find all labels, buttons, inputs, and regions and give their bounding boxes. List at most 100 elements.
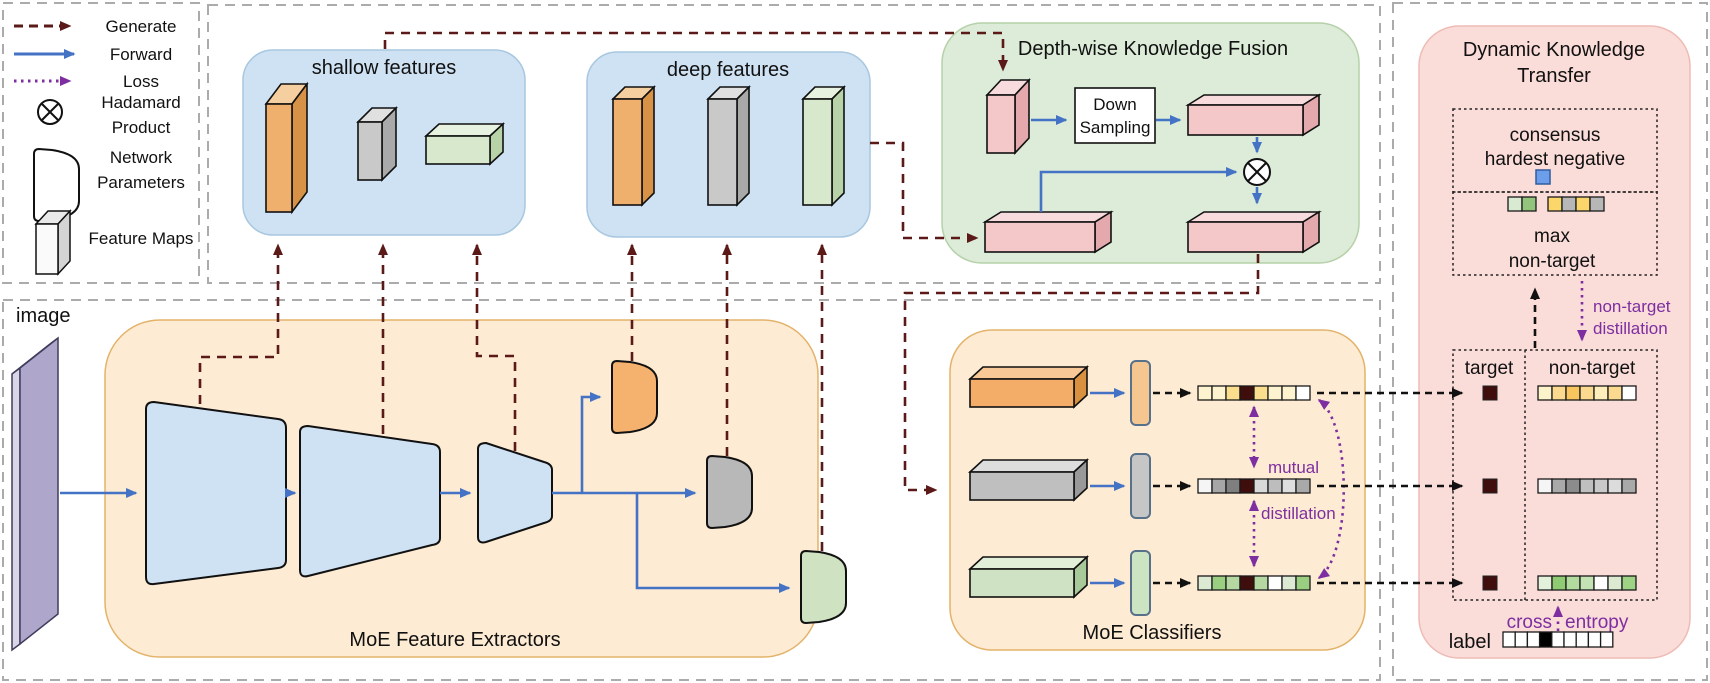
bottom-container bbox=[2, 299, 1381, 681]
generate-shallow-to-fusion bbox=[383, 31, 1008, 72]
target-cell-3 bbox=[1482, 575, 1498, 591]
consensus-square bbox=[1535, 169, 1551, 185]
cell bbox=[1197, 385, 1213, 401]
down-sampling-box: Down Sampling bbox=[1074, 87, 1156, 144]
legend-feature-maps-label: Feature Maps bbox=[89, 229, 194, 248]
classifiers-panel: MoE Classifiers bbox=[949, 329, 1366, 651]
cell bbox=[1547, 196, 1563, 212]
transfer-title-1: Dynamic Knowledge bbox=[1463, 39, 1645, 61]
cell bbox=[1537, 575, 1553, 591]
shallow-features-panel: shallow features bbox=[242, 49, 526, 236]
classifier-feature-orange bbox=[967, 365, 1090, 409]
cell bbox=[1225, 385, 1241, 401]
cell bbox=[1575, 196, 1591, 212]
fusion-panel: Depth-wise Knowledge Fusion Down Samplin… bbox=[941, 22, 1360, 264]
legend-generate-label: Generate bbox=[106, 17, 177, 36]
cell bbox=[1253, 385, 1269, 401]
cell bbox=[1593, 575, 1609, 591]
cell bbox=[1621, 385, 1637, 401]
cell bbox=[1281, 575, 1297, 591]
extractor-stage-3 bbox=[477, 441, 553, 544]
cell bbox=[1281, 385, 1297, 401]
cell bbox=[1526, 631, 1541, 648]
extractors-title: MoE Feature Extractors bbox=[349, 629, 560, 651]
hadamard-product-icon bbox=[37, 99, 63, 125]
expert-head-gray bbox=[706, 454, 753, 530]
extractors-panel: MoE Feature Extractors image bbox=[11, 305, 847, 658]
fusion-bar-bottom-left bbox=[982, 210, 1114, 254]
non-target-header: non-target bbox=[1549, 358, 1636, 379]
extractor-forward-arrows bbox=[60, 392, 791, 593]
deep-feature-map-green bbox=[801, 85, 846, 207]
max-label-1: max bbox=[1534, 226, 1570, 247]
cell bbox=[1537, 385, 1553, 401]
cell bbox=[1211, 575, 1227, 591]
shallow-features-title: shallow features bbox=[312, 57, 457, 79]
shallow-feature-map-orange bbox=[264, 81, 309, 215]
logit-to-target-links bbox=[1317, 388, 1464, 588]
cell bbox=[1551, 385, 1567, 401]
legend: Generate Forward Loss Hadamard Product N… bbox=[14, 17, 194, 276]
cell bbox=[1538, 631, 1553, 648]
nt-distill-label-2: distillation bbox=[1593, 319, 1668, 338]
classifiers-title: MoE Classifiers bbox=[1083, 622, 1222, 644]
cell bbox=[1599, 631, 1614, 648]
cell bbox=[1621, 575, 1637, 591]
classifier-head-green bbox=[1130, 550, 1151, 616]
cell bbox=[1621, 478, 1637, 494]
generate-stage1-to-shallow bbox=[198, 243, 283, 404]
legend-network-label-2: Parameters bbox=[97, 173, 185, 192]
classifier-logit-arrows bbox=[1153, 388, 1192, 588]
generate-deep-to-fusion bbox=[870, 141, 979, 243]
generate-fusion-to-classifiers bbox=[903, 254, 1260, 495]
hadamard-node-icon bbox=[1243, 158, 1271, 186]
cell bbox=[1502, 631, 1516, 648]
cell bbox=[1239, 575, 1255, 591]
cell bbox=[1267, 385, 1283, 401]
non-target-strip-orange bbox=[1537, 385, 1637, 401]
cell bbox=[1565, 385, 1581, 401]
cell bbox=[1579, 478, 1595, 494]
cell bbox=[1295, 385, 1311, 401]
consensus-label-2: hardest negative bbox=[1485, 149, 1626, 170]
max-strip-green bbox=[1507, 196, 1537, 212]
classifier-head-gray bbox=[1130, 453, 1151, 519]
fusion-title: Depth-wise Knowledge Fusion bbox=[1018, 38, 1288, 60]
cell bbox=[1295, 478, 1311, 494]
cell bbox=[1587, 631, 1602, 648]
cell bbox=[1607, 385, 1623, 401]
cell bbox=[1281, 478, 1297, 494]
cell bbox=[1253, 575, 1269, 591]
right-container bbox=[1392, 2, 1708, 681]
deep-feature-map-gray bbox=[706, 85, 751, 207]
legend-loss-label: Loss bbox=[123, 72, 159, 91]
cell bbox=[1575, 631, 1590, 648]
cell bbox=[1607, 575, 1623, 591]
cell bbox=[1579, 575, 1595, 591]
cell bbox=[1537, 478, 1553, 494]
cell bbox=[1565, 575, 1581, 591]
generate-connectors bbox=[198, 31, 1260, 551]
shallow-feature-map-green bbox=[423, 122, 506, 166]
classifier-head-orange bbox=[1130, 360, 1151, 426]
fusion-input-block bbox=[985, 77, 1031, 156]
logit-strip-green bbox=[1197, 575, 1311, 591]
cell bbox=[1211, 478, 1227, 494]
expert-head-orange bbox=[611, 359, 658, 435]
cell bbox=[1551, 575, 1567, 591]
shallow-feature-map-gray bbox=[356, 106, 398, 182]
cell bbox=[1295, 575, 1311, 591]
classifier-feature-green bbox=[967, 555, 1090, 599]
cross-entropy-label-2: entropy bbox=[1565, 612, 1629, 633]
cell bbox=[1521, 196, 1537, 212]
transfer-panel: Dynamic Knowledge Transfer consensus har… bbox=[1418, 25, 1691, 659]
cross-entropy-label-1: cross bbox=[1507, 612, 1552, 633]
down-sampling-label-2: Sampling bbox=[1080, 118, 1151, 137]
cell bbox=[1514, 631, 1529, 648]
cell bbox=[1565, 478, 1581, 494]
cell bbox=[1551, 631, 1565, 648]
classifier-feature-gray bbox=[967, 458, 1090, 502]
fusion-forward-arrows bbox=[1031, 115, 1262, 212]
feature-maps-icon bbox=[34, 209, 72, 276]
